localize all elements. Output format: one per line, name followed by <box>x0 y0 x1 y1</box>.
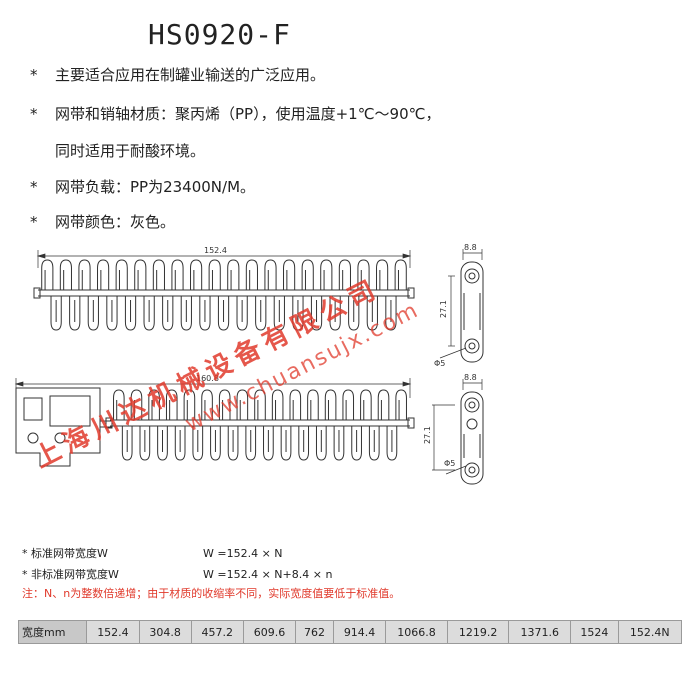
top-side-width-label: 8.8 <box>464 243 477 252</box>
width-table-cell: 1371.6 <box>508 620 572 644</box>
bottom-width-label: 160.8 <box>196 374 219 383</box>
feature-item: *网带颜色：灰色。 <box>30 213 176 231</box>
feature-item-continuation: 同时适用于耐酸环境。 <box>55 142 206 160</box>
page-title: HS0920-F <box>148 18 291 51</box>
width-table-cell: 152.4 <box>86 620 140 644</box>
width-table-header: 宽度mm <box>17 620 88 644</box>
top-side-view <box>439 249 484 363</box>
material-note: 注：N、n为整数倍递增；由于材质的收缩率不同，实际宽度值要低于标准值。 <box>22 587 401 600</box>
width-table-cell: 1066.8 <box>385 620 448 644</box>
bottom-side-view <box>432 379 484 485</box>
width-table-cell: 914.4 <box>332 620 387 644</box>
bottom-width-dimension <box>14 378 412 398</box>
width-table-cell: 1219.2 <box>446 620 510 644</box>
width-table-cell: 762 <box>295 620 334 644</box>
top-width-dimension <box>36 250 412 268</box>
feature-item: *网带和销轴材质：聚丙烯（PP），使用温度+1℃～90℃， <box>30 105 441 123</box>
bottom-side-width-label: 8.8 <box>464 373 477 382</box>
width-table-cell: 152.4N <box>617 620 683 644</box>
width-table-cell: 609.6 <box>242 620 297 644</box>
top-belt-module <box>33 259 415 331</box>
width-table-cell: 304.8 <box>138 620 192 644</box>
width-table-cell: 457.2 <box>190 620 244 644</box>
top-width-label: 152.4 <box>204 246 227 255</box>
bottom-belt-module <box>15 387 415 467</box>
width-table-cell: 1524 <box>570 620 619 644</box>
top-hole-label: Φ5 <box>434 359 445 368</box>
bottom-hole-label: Φ5 <box>444 459 455 468</box>
feature-item: *主要适合应用在制罐业输送的广泛应用。 <box>30 66 326 84</box>
belt-technical-drawing: 152.4 160.8 8.8 27.1 Φ5 <box>14 243 484 485</box>
bottom-pitch-label: 27.1 <box>423 426 432 444</box>
feature-item: *网带负载：PP为23400N/M。 <box>30 178 256 196</box>
top-pitch-label: 27.1 <box>439 300 448 318</box>
